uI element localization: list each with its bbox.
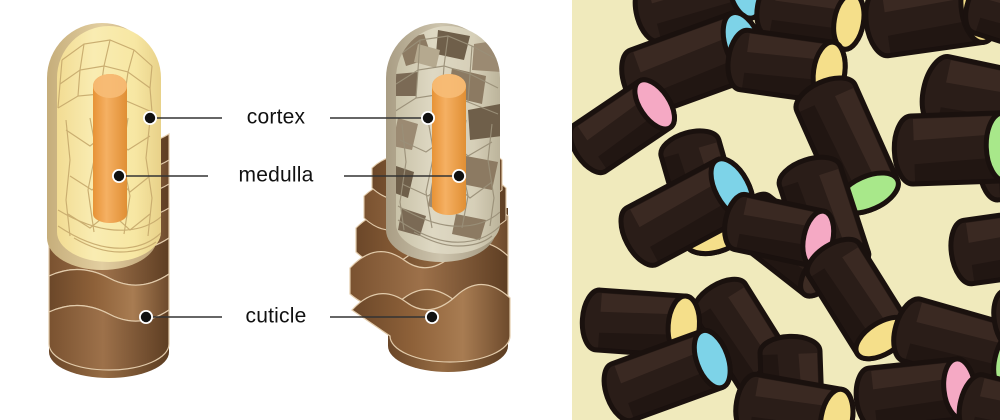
label-cortex: cortex	[247, 106, 306, 129]
cortex-dot-left	[144, 112, 156, 124]
candy-piece	[579, 287, 702, 359]
candy-highlight	[912, 115, 1000, 141]
candy-end-cap	[725, 0, 765, 21]
candy-highlight	[755, 377, 840, 408]
candy-shade	[628, 368, 720, 418]
candy-piece	[804, 236, 913, 362]
candy-highlight	[633, 16, 738, 73]
hair-diagram-svg: cortex medulla	[47, 23, 511, 378]
label-cuticle: cuticle	[246, 305, 307, 328]
annotation-layer: cortex medulla	[112, 106, 466, 328]
candy-highlight	[630, 163, 725, 228]
hair-structure-diagram-panel: cortex medulla	[47, 23, 511, 378]
annotation-cortex: cortex	[143, 106, 435, 129]
candy-highlight	[842, 247, 905, 331]
candy-shade	[975, 17, 1000, 54]
medulla-dot-right	[453, 170, 465, 182]
cortex-dot-right	[422, 112, 434, 124]
candy-piece	[733, 371, 856, 420]
candy-body	[963, 0, 1000, 59]
candy-end-cap	[991, 325, 1000, 393]
candy-shade	[697, 308, 764, 397]
candy-end-cap	[817, 386, 856, 420]
candy-piece	[572, 77, 677, 176]
candy-highlight	[747, 33, 831, 61]
candy-piece	[956, 372, 1000, 420]
candy-piece	[891, 110, 1000, 187]
cuticle-dot-right	[426, 311, 438, 323]
damaged-hair-cross-section	[349, 23, 511, 372]
candy-shade	[887, 19, 982, 54]
candy-piece	[601, 327, 733, 420]
healthy-medulla-top	[93, 74, 127, 98]
annotation-medulla: medulla	[112, 164, 466, 187]
candy-highlight	[577, 84, 648, 141]
candy-end-cap	[632, 77, 677, 132]
candy-highlight	[965, 210, 1000, 243]
candy-end-cap	[691, 327, 733, 391]
candy-shade	[914, 157, 1000, 182]
candy-piece	[991, 273, 1000, 353]
candy-pattern-svg	[572, 0, 1000, 420]
candy-shade	[971, 248, 1000, 282]
cuticle-dot-left	[140, 311, 152, 323]
candy-shade	[656, 0, 750, 39]
damaged-medulla-top	[432, 74, 466, 98]
candy-shade	[650, 197, 745, 262]
candy-highlight	[881, 0, 976, 13]
candy-end-cap	[983, 110, 1000, 184]
candy-highlight	[871, 362, 957, 390]
candy-body	[991, 273, 1000, 353]
candy-highlight	[946, 60, 1000, 99]
candy-shade	[598, 112, 668, 169]
candy-highlight	[834, 88, 894, 187]
candy-piece	[948, 205, 1000, 287]
candy-highlight	[614, 334, 707, 384]
annotation-cuticle: cuticle	[139, 305, 439, 328]
medulla-dot-left	[113, 170, 125, 182]
healthy-medulla	[93, 74, 127, 223]
candy-highlight	[819, 168, 865, 256]
candy-highlight	[775, 0, 852, 11]
licorice-candy-pattern-panel	[572, 0, 1000, 420]
candy-shade	[811, 268, 875, 352]
candy-highlight	[600, 293, 684, 315]
label-medulla: medulla	[239, 164, 314, 187]
healthy-hair-cross-section	[47, 23, 170, 378]
candy-shade	[736, 233, 815, 264]
candy-highlight	[916, 302, 1000, 347]
candy-shade	[875, 397, 961, 420]
candy-pieces	[572, 0, 1000, 420]
candy-piece	[963, 0, 1000, 59]
candy-highlight	[743, 197, 822, 228]
